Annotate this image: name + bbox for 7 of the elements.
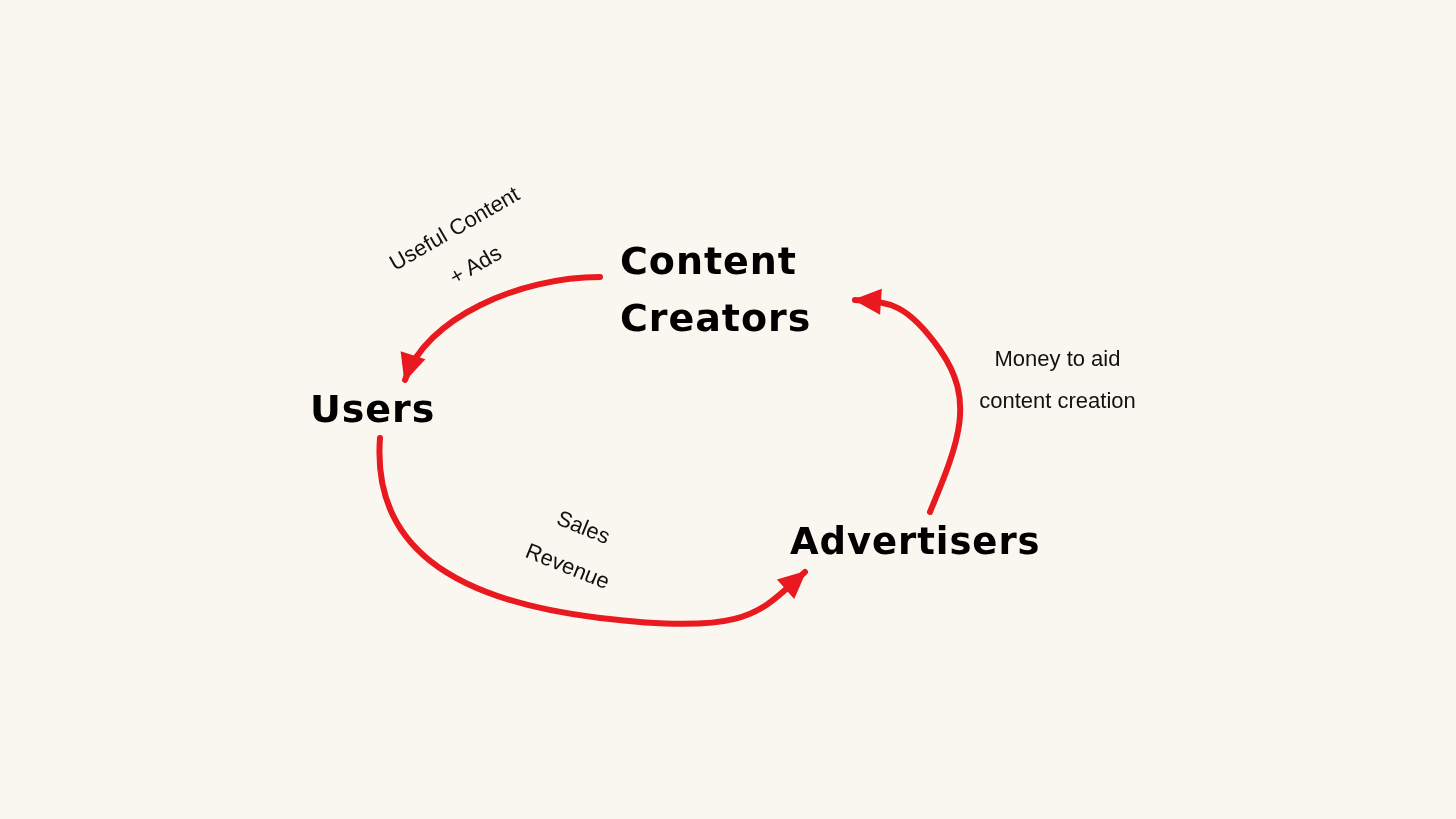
node-label: Content Creators <box>620 237 813 342</box>
curved-arrow <box>376 435 808 628</box>
edge-label: Money to aid content creation <box>979 346 1136 413</box>
node-label: Users <box>310 385 437 433</box>
curved-arrow <box>402 274 603 383</box>
node-label: Advertisers <box>790 519 1042 566</box>
curved-arrow <box>852 288 964 515</box>
